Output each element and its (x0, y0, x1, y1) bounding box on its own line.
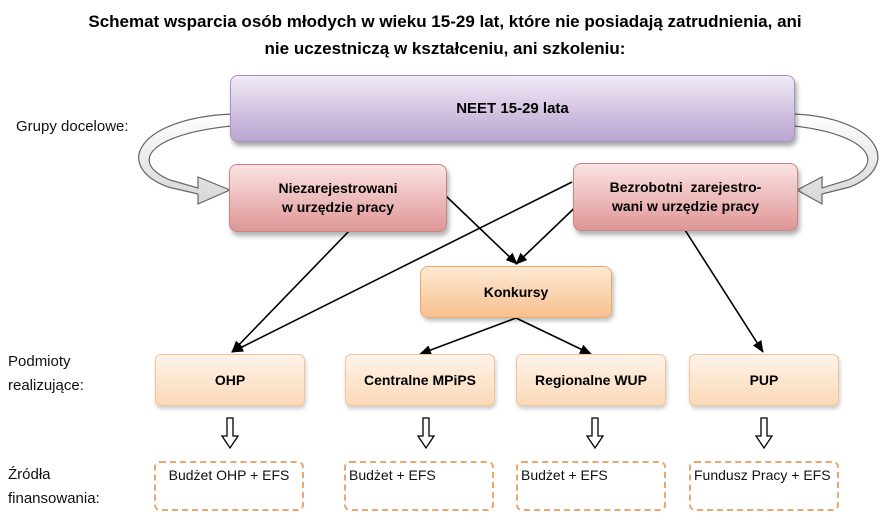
funding-pup: Fundusz Pracy + EFS (689, 461, 839, 511)
node-registered-line-2: wani w urzędzie pracy (611, 198, 760, 214)
down-arrow-wup (585, 417, 605, 450)
label-entities-line-2: realizujące: (8, 377, 84, 394)
funding-ohp: Budżet OHP + EFS (154, 461, 304, 511)
down-arrow-ohp (220, 417, 240, 450)
node-unregistered-line-1: Niezarejestrowani (278, 180, 398, 196)
down-arrow-mpips (416, 417, 436, 450)
label-entities-line-1: Podmioty (8, 353, 71, 370)
node-ohp: OHP (155, 354, 305, 406)
line-competitions-to-mpips (419, 317, 517, 355)
diagram-title: Schemat wsparcia osób młodych w wieku 15… (30, 8, 860, 62)
line-registered-to-ohp (231, 181, 573, 353)
funding-wup: Budżet + EFS (516, 461, 666, 511)
label-funding-line-1: Źródła (8, 466, 51, 483)
label-target-groups: Grupy docelowe: (16, 118, 129, 135)
curved-arrow-left (138, 113, 233, 205)
title-line-2: nie uczestniczą w kształceniu, ani szkol… (264, 39, 626, 58)
node-registered-unemployed: Bezrobotni zarejestro- wani w urzędzie p… (573, 163, 798, 231)
node-unregistered-line-2: w urzędzie pracy (281, 199, 395, 215)
title-line-1: Schemat wsparcia osób młodych w wieku 15… (88, 12, 802, 31)
label-funding-line-2: finansowania: (8, 490, 100, 507)
node-unregistered: Niezarejestrowani w urzędzie pracy (229, 164, 447, 232)
line-registered-to-pup (684, 229, 764, 353)
funding-mpips: Budżet + EFS (344, 461, 494, 511)
curved-arrow-right (793, 113, 879, 206)
label-implementing-entities: Podmioty realizujące: (8, 350, 84, 398)
line-competitions-to-wup (515, 317, 592, 355)
node-competitions: Konkursy (420, 266, 612, 318)
label-funding-sources: Źródła finansowania: (8, 463, 100, 511)
node-wup: Regionalne WUP (516, 354, 666, 406)
down-arrow-pup (754, 417, 774, 450)
line-unregistered-to-competitions (445, 195, 518, 265)
node-registered-line-1: Bezrobotni zarejestro- (609, 179, 762, 195)
node-neet: NEET 15-29 lata (230, 75, 795, 142)
line-unregistered-to-ohp (231, 229, 351, 353)
node-pup: PUP (689, 354, 839, 406)
node-mpips: Centralne MPiPS (345, 354, 495, 406)
